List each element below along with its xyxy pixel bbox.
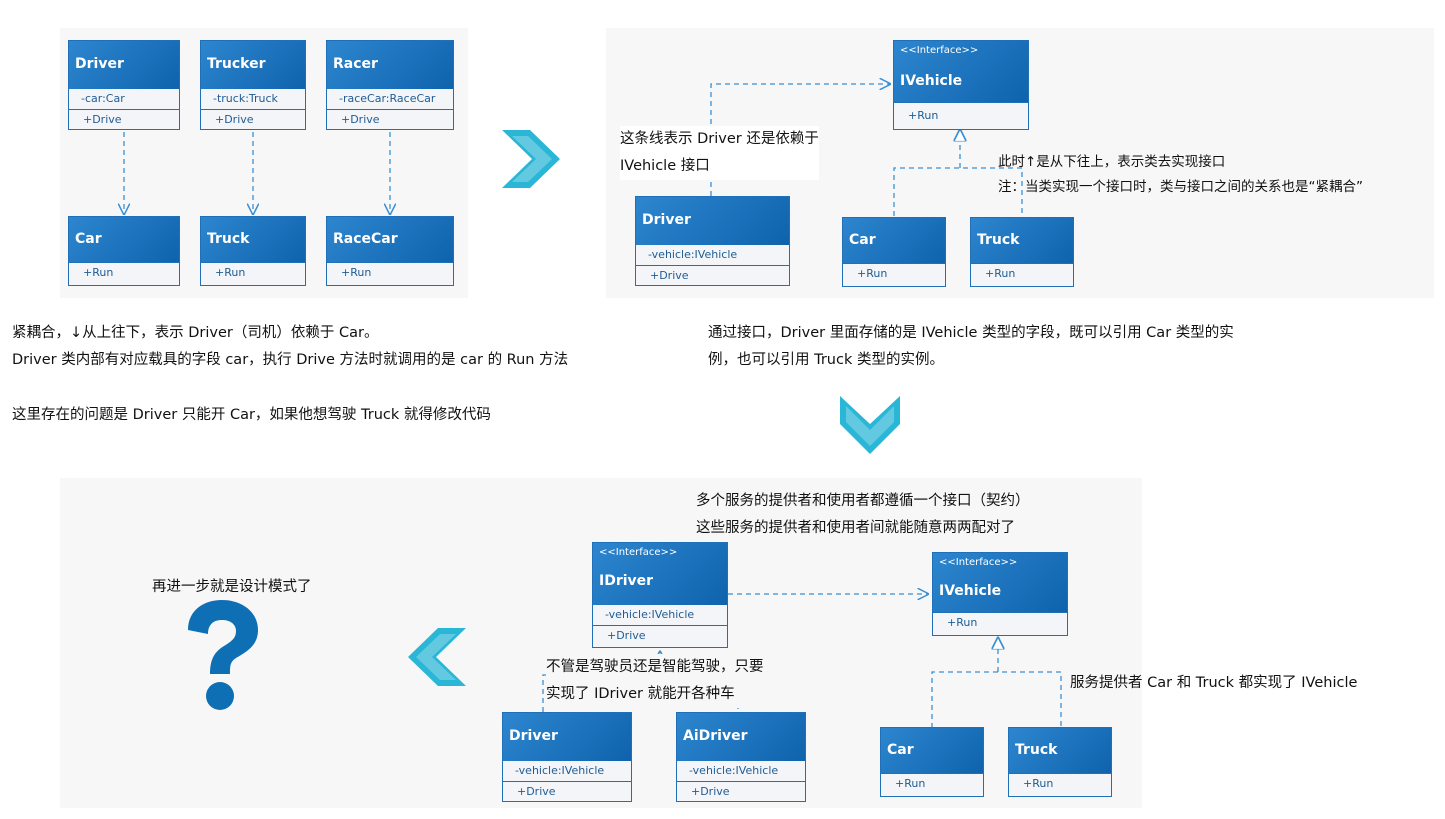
class-method: +Run bbox=[908, 109, 939, 122]
note-line: 实现了 IDriver 就能开各种车 bbox=[546, 686, 735, 702]
chevron-right-icon bbox=[502, 130, 560, 188]
note-tight-coupling: 紧耦合，↓从上往下，表示 Driver（司机）依赖于 Car。 Driver 类… bbox=[12, 320, 568, 429]
class-method: +Drive bbox=[691, 785, 730, 798]
class-name: RaceCar bbox=[333, 231, 398, 247]
note-line: 这条线表示 Driver 还是依赖于 bbox=[620, 131, 819, 147]
class-name: Car bbox=[75, 231, 102, 247]
question-mark-icon bbox=[188, 600, 258, 710]
class-name: Driver bbox=[75, 56, 124, 72]
class-racer: Racer -raceCar:RaceCar +Drive bbox=[326, 40, 454, 130]
note-line: 不管是驾驶员还是智能驾驶，只要 bbox=[546, 659, 764, 675]
interface-ivehicle-3: <<Interface>> IVehicle +Run bbox=[932, 552, 1068, 636]
class-name: Truck bbox=[207, 231, 250, 247]
class-driver-2: Driver -vehicle:IVehicle +Drive bbox=[635, 196, 790, 286]
class-racecar: RaceCar +Run bbox=[326, 216, 454, 286]
class-name: Truck bbox=[1015, 742, 1058, 758]
class-method: +Drive bbox=[341, 113, 380, 126]
class-method: +Drive bbox=[650, 269, 689, 282]
class-name: IVehicle bbox=[900, 73, 963, 89]
chevron-left-icon bbox=[408, 628, 466, 686]
class-method: +Drive bbox=[517, 785, 556, 798]
class-field: -truck:Truck bbox=[201, 89, 305, 110]
class-name: AiDriver bbox=[683, 728, 748, 744]
class-method: +Drive bbox=[607, 629, 646, 642]
note-dependency: 这条线表示 Driver 还是依赖于 IVehicle 接口 bbox=[620, 126, 819, 180]
class-name: Driver bbox=[642, 212, 691, 228]
note-line: 这些服务的提供者和使用者间就能随意两两配对了 bbox=[696, 520, 1015, 536]
note-line: 紧耦合，↓从上往下，表示 Driver（司机）依赖于 Car。 bbox=[12, 325, 379, 341]
class-method: +Run bbox=[215, 266, 246, 279]
note-line: 例，也可以引用 Truck 类型的实例。 bbox=[708, 352, 944, 368]
note-line: Driver 类内部有对应载具的字段 car，执行 Drive 方法时就调用的是… bbox=[12, 352, 569, 368]
note-line: 注：当类实现一个接口时，类与接口之间的关系也是“紧耦合” bbox=[998, 179, 1363, 195]
note-contract: 多个服务的提供者和使用者都遵循一个接口（契约） 这些服务的提供者和使用者间就能随… bbox=[696, 488, 1030, 542]
chevron-down-icon bbox=[840, 396, 900, 454]
class-car: Car +Run bbox=[68, 216, 180, 286]
stereotype-label: <<Interface>> bbox=[900, 45, 979, 56]
class-driver-3: Driver -vehicle:IVehicle +Drive bbox=[502, 712, 632, 802]
class-method: +Run bbox=[895, 777, 926, 790]
class-name: IVehicle bbox=[939, 583, 1002, 599]
class-field: -vehicle:IVehicle bbox=[636, 245, 789, 266]
class-car-3: Car +Run bbox=[880, 727, 984, 797]
class-truck-3: Truck +Run bbox=[1008, 727, 1112, 797]
note-line: 通过接口，Driver 里面存储的是 IVehicle 类型的字段，既可以引用 … bbox=[708, 325, 1234, 341]
class-name: Car bbox=[887, 742, 914, 758]
class-name: IDriver bbox=[599, 573, 654, 589]
class-method: +Run bbox=[985, 267, 1016, 280]
note-line: 此时↑是从下往上，表示类去实现接口 bbox=[998, 154, 1226, 170]
note-drivers: 不管是驾驶员还是智能驾驶，只要 实现了 IDriver 就能开各种车 bbox=[546, 654, 764, 708]
class-name: Trucker bbox=[207, 56, 266, 72]
note-next-step: 再进一步就是设计模式了 bbox=[152, 579, 312, 595]
note-line: 这里存在的问题是 Driver 只能开 Car，如果他想驾驶 Truck 就得修… bbox=[12, 407, 491, 423]
class-name: Truck bbox=[977, 232, 1020, 248]
interface-idriver: <<Interface>> IDriver -vehicle:IVehicle … bbox=[592, 542, 728, 648]
class-method: +Run bbox=[1023, 777, 1054, 790]
note-line: 多个服务的提供者和使用者都遵循一个接口（契约） bbox=[696, 493, 1030, 509]
class-name: Car bbox=[849, 232, 876, 248]
class-method: +Run bbox=[341, 266, 372, 279]
note-implementation: 此时↑是从下往上，表示类去实现接口 注：当类实现一个接口时，类与接口之间的关系也… bbox=[998, 150, 1363, 200]
note-providers: 服务提供者 Car 和 Truck 都实现了 IVehicle bbox=[1070, 675, 1358, 691]
class-field: -vehicle:IVehicle bbox=[503, 761, 631, 782]
note-interface-usage: 通过接口，Driver 里面存储的是 IVehicle 类型的字段，既可以引用 … bbox=[708, 320, 1234, 374]
class-car-2: Car +Run bbox=[842, 217, 946, 287]
class-truck: Truck +Run bbox=[200, 216, 306, 286]
class-field: -vehicle:IVehicle bbox=[677, 761, 805, 782]
interface-ivehicle: <<Interface>> IVehicle +Run bbox=[893, 40, 1029, 130]
class-method: +Drive bbox=[83, 113, 122, 126]
class-field: -car:Car bbox=[69, 89, 179, 110]
class-trucker: Trucker -truck:Truck +Drive bbox=[200, 40, 306, 130]
class-driver: Driver -car:Car +Drive bbox=[68, 40, 180, 130]
class-method: +Run bbox=[947, 616, 978, 629]
class-aidriver: AiDriver -vehicle:IVehicle +Drive bbox=[676, 712, 806, 802]
class-method: +Run bbox=[857, 267, 888, 280]
stereotype-label: <<Interface>> bbox=[939, 557, 1018, 568]
class-name: Driver bbox=[509, 728, 558, 744]
note-line: IVehicle 接口 bbox=[620, 158, 710, 174]
stereotype-label: <<Interface>> bbox=[599, 547, 678, 558]
class-field: -vehicle:IVehicle bbox=[593, 605, 727, 626]
class-field: -raceCar:RaceCar bbox=[327, 89, 453, 110]
class-method: +Drive bbox=[215, 113, 254, 126]
class-method: +Run bbox=[83, 266, 114, 279]
class-name: Racer bbox=[333, 56, 378, 72]
class-truck-2: Truck +Run bbox=[970, 217, 1074, 287]
